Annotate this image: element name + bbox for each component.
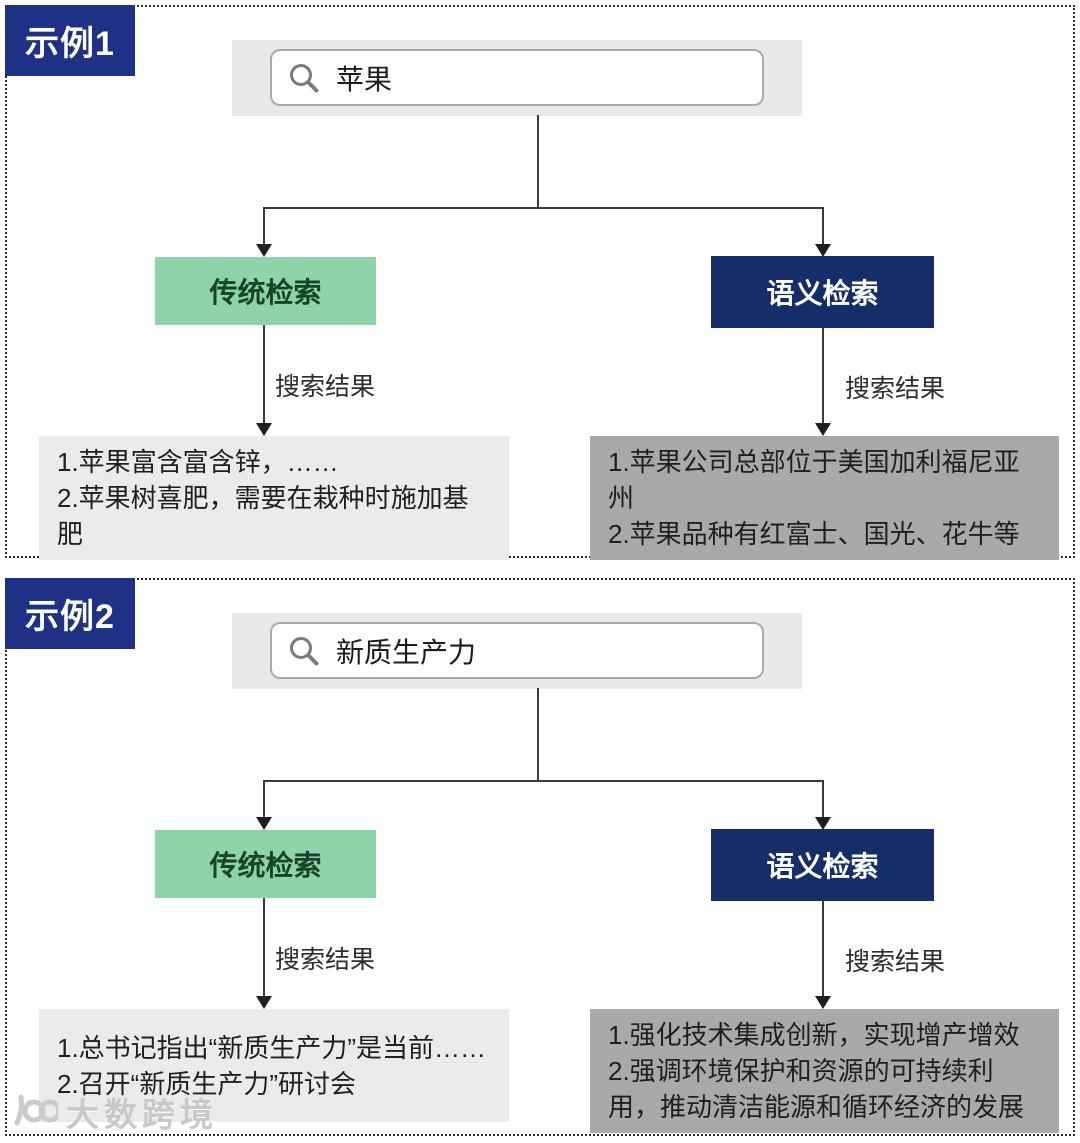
arrow-down-icon	[815, 244, 831, 257]
arrow-down-icon	[256, 244, 272, 257]
connector-line	[822, 328, 824, 424]
result-line: 1.苹果富含富含锌，……	[57, 447, 339, 477]
search-icon	[288, 62, 320, 94]
search-icon	[288, 635, 320, 667]
arrow-down-icon	[815, 423, 831, 436]
search-bar: 苹果	[232, 40, 802, 116]
connector-line	[263, 207, 824, 209]
arrow-down-icon	[815, 817, 831, 830]
result-line: 1.强化技术集成创新，实现增产增效	[608, 1020, 1020, 1050]
connector-line	[263, 780, 265, 818]
search-query-text: 苹果	[336, 63, 393, 95]
traditional-results-box: 1.苹果富含富含锌，…… 2.苹果树喜肥，需要在栽种时施加基肥	[39, 436, 509, 560]
connector-line	[822, 207, 824, 245]
watermark: 大数跨境	[8, 1088, 218, 1136]
result-line: 2.苹果树喜肥，需要在栽种时施加基肥	[57, 483, 469, 549]
search-query-text: 新质生产力	[336, 636, 477, 668]
edge-label-traditional: 搜索结果	[275, 373, 376, 401]
search-input[interactable]: 新质生产力	[270, 622, 764, 679]
brand-logo-icon	[8, 1090, 62, 1135]
connector-line	[537, 115, 539, 209]
connector-line	[537, 688, 539, 782]
example-1-badge: 示例1	[5, 5, 135, 76]
traditional-search-node: 传统检索	[155, 830, 376, 898]
semantic-results-box: 1.苹果公司总部位于美国加利福尼亚州 2.苹果品种有红富士、国光、花牛等	[590, 436, 1059, 560]
semantic-search-node: 语义检索	[711, 829, 934, 901]
edge-label-traditional: 搜索结果	[275, 946, 376, 974]
traditional-results-box: 1.总书记指出“新质生产力”是当前…… 2.召开“新质生产力”研讨会	[39, 1009, 509, 1122]
connector-line	[263, 898, 265, 997]
traditional-search-node: 传统检索	[155, 257, 376, 325]
arrow-down-icon	[256, 817, 272, 830]
arrow-down-icon	[256, 423, 272, 436]
connector-line	[263, 325, 265, 424]
example-2-badge: 示例2	[5, 578, 135, 649]
connector-line	[822, 780, 824, 818]
watermark-text: 大数跨境	[66, 1096, 218, 1133]
connector-line	[822, 901, 824, 997]
result-line: 2.强调环境保护和资源的可持续利用，推动清洁能源和循环经济的发展	[608, 1056, 1025, 1122]
search-input[interactable]: 苹果	[270, 49, 764, 106]
arrow-down-icon	[256, 996, 272, 1009]
search-bar: 新质生产力	[232, 613, 802, 689]
semantic-search-node: 语义检索	[711, 256, 934, 328]
result-line: 1.总书记指出“新质生产力”是当前……	[57, 1032, 487, 1063]
edge-label-semantic: 搜索结果	[845, 948, 946, 976]
result-line: 2.苹果品种有红富士、国光、花牛等	[608, 519, 1020, 549]
edge-label-semantic: 搜索结果	[845, 375, 946, 403]
result-line: 2.召开“新质生产力”研讨会	[57, 1068, 357, 1099]
semantic-results-box: 1.强化技术集成创新，实现增产增效 2.强调环境保护和资源的可持续利用，推动清洁…	[590, 1009, 1059, 1133]
arrow-down-icon	[815, 996, 831, 1009]
result-line: 1.苹果公司总部位于美国加利福尼亚州	[608, 447, 1020, 513]
connector-line	[263, 780, 824, 782]
example-1-panel: 示例1 苹果 传统检索 语义检索 搜索结果 搜索结果 1.苹果富含富含锌，…… …	[5, 5, 1075, 560]
example-2-panel: 示例2 新质生产力 传统检索 语义检索 搜索结果 搜索结果 1.总书记指出“新质…	[5, 578, 1075, 1136]
connector-line	[263, 207, 265, 245]
